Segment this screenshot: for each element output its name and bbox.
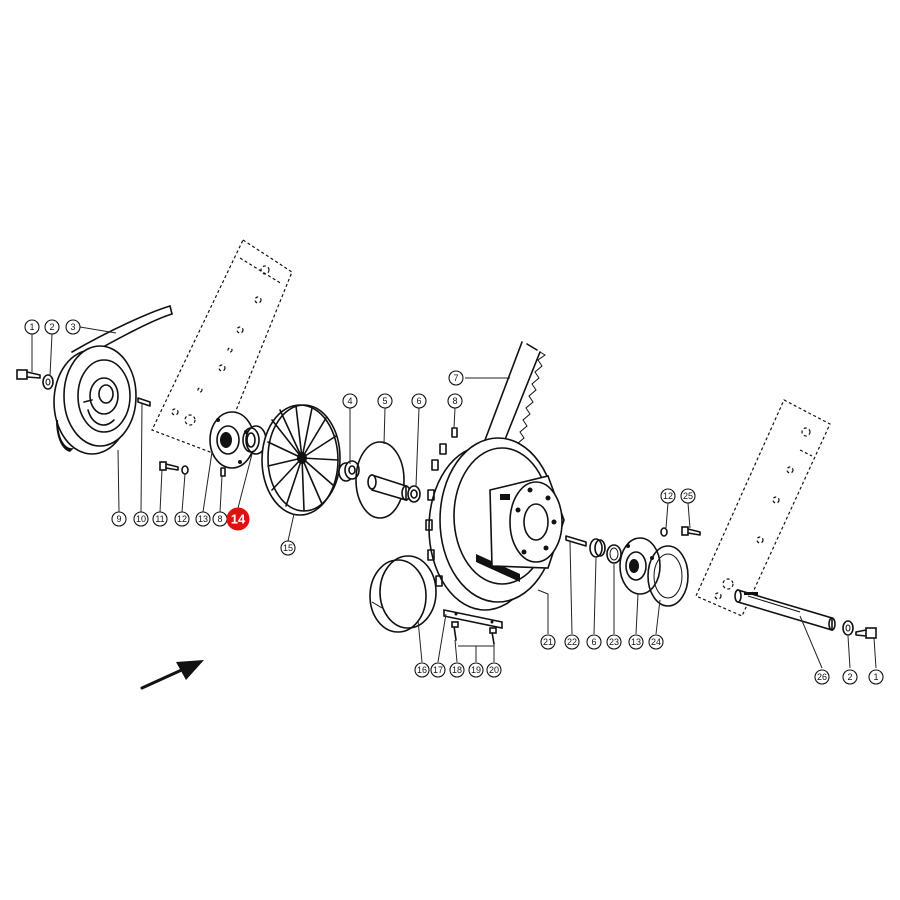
bushing-part-right: [589, 538, 606, 558]
callout-17: 17: [430, 662, 446, 678]
svg-text:25: 25: [683, 491, 693, 501]
svg-text:7: 7: [453, 373, 458, 383]
callout-1-right: 1: [868, 669, 884, 685]
callout-21: 21: [540, 634, 556, 650]
callout-15: 15: [280, 540, 296, 556]
pin-part: [565, 535, 587, 547]
svg-text:6: 6: [416, 396, 421, 406]
flange-bearing-left: [209, 411, 255, 469]
svg-text:1: 1: [29, 322, 34, 332]
callout-2-right: 2: [842, 669, 858, 685]
disc-and-sleeve-part: [355, 441, 411, 519]
toothed-belt: [481, 341, 546, 456]
svg-text:20: 20: [489, 665, 499, 675]
callout-16: 16: [414, 662, 430, 678]
gasket-plate: [647, 545, 689, 607]
callout-13-left: 13: [195, 511, 211, 527]
washer-part-right: [660, 527, 668, 537]
svg-text:16: 16: [417, 665, 427, 675]
grease-nipple-middle: [451, 427, 458, 438]
callout-9: 9: [111, 511, 127, 527]
clamping-strip: [443, 609, 503, 629]
callout-14-highlighted: 14: [226, 507, 250, 531]
callout-2-left: 2: [44, 319, 60, 335]
callout-8-middle: 8: [447, 393, 463, 409]
svg-text:18: 18: [452, 665, 462, 675]
belt-pulley: [53, 345, 137, 455]
leader-lines: [31, 326, 877, 669]
washer-part-small: [181, 465, 189, 475]
callout-7: 7: [448, 370, 464, 386]
svg-text:11: 11: [155, 514, 164, 524]
drive-shaft: [734, 588, 836, 632]
retaining-band: [369, 555, 437, 633]
callout-12-right: 12: [660, 488, 676, 504]
callout-19: 19: [468, 662, 484, 678]
svg-text:21: 21: [543, 637, 553, 647]
svg-text:2: 2: [49, 322, 54, 332]
callout-5: 5: [377, 393, 393, 409]
svg-text:8: 8: [217, 514, 222, 524]
callout-11: 11: [152, 511, 168, 527]
callout-13-right: 13: [628, 634, 644, 650]
frame-plate-right: [695, 399, 831, 617]
callout-8-left: 8: [212, 511, 228, 527]
svg-text:23: 23: [609, 637, 619, 647]
callout-12-left: 12: [174, 511, 190, 527]
screws-18-19-20: [451, 621, 497, 645]
callout-26: 26: [814, 669, 830, 685]
spacer-ring-part: [407, 485, 421, 503]
bearing-part-highlighted: [242, 425, 267, 455]
callout-23: 23: [606, 634, 622, 650]
svg-text:5: 5: [382, 396, 387, 406]
svg-text:12: 12: [177, 514, 187, 524]
svg-text:15: 15: [283, 543, 293, 553]
svg-text:4: 4: [347, 396, 352, 406]
svg-text:22: 22: [567, 637, 577, 647]
direction-arrow-icon: [140, 660, 204, 690]
svg-text:13: 13: [631, 637, 641, 647]
svg-text:19: 19: [471, 665, 481, 675]
callout-3: 3: [65, 319, 81, 335]
callout-4: 4: [342, 393, 358, 409]
svg-text:2: 2: [847, 672, 852, 682]
svg-text:13: 13: [198, 514, 208, 524]
svg-text:6: 6: [591, 637, 596, 647]
svg-text:3: 3: [70, 322, 75, 332]
callout-22: 22: [564, 634, 580, 650]
seal-ring-part: [606, 544, 622, 564]
washer-part-right-end: [842, 620, 854, 636]
svg-text:26: 26: [817, 672, 827, 682]
washer-part-left: [42, 374, 54, 390]
callout-10: 10: [133, 511, 149, 527]
bolt-part-small: [159, 461, 179, 471]
svg-text:9: 9: [116, 514, 121, 524]
callout-24: 24: [648, 634, 664, 650]
callout-18: 18: [449, 662, 465, 678]
callout-20: 20: [486, 662, 502, 678]
svg-text:14: 14: [231, 512, 246, 527]
callout-25: 25: [680, 488, 696, 504]
key-pin-part: [137, 397, 151, 407]
grease-nipple-left: [220, 467, 226, 477]
sprocket-drum: [425, 437, 565, 611]
svg-text:8: 8: [452, 396, 457, 406]
svg-text:10: 10: [136, 514, 146, 524]
callout-6-middle: 6: [411, 393, 427, 409]
bolt-part-right: [681, 526, 701, 536]
svg-text:1: 1: [873, 672, 878, 682]
svg-text:12: 12: [663, 491, 673, 501]
fan-impeller-wheel: [261, 404, 341, 516]
bolt-part-left: [16, 369, 41, 380]
callout-1-left: 1: [24, 319, 40, 335]
bolt-part-right-end: [855, 627, 877, 639]
callout-6-right: 6: [586, 634, 602, 650]
flange-bearing-right: [619, 537, 661, 595]
svg-text:24: 24: [651, 637, 661, 647]
svg-text:17: 17: [433, 665, 443, 675]
